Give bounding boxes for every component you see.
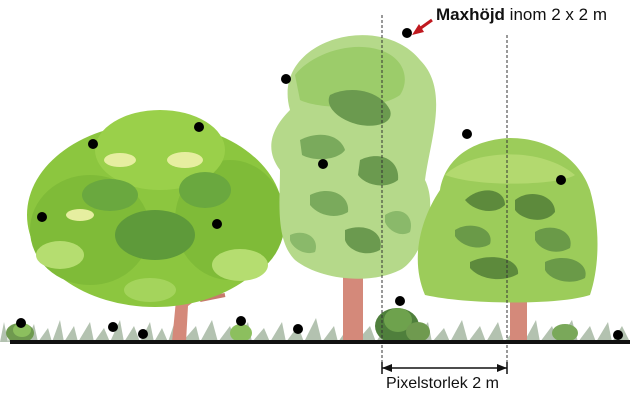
lidar-point: [318, 159, 328, 169]
ground-line: [10, 340, 630, 344]
tree-middle: [271, 35, 436, 342]
lidar-point: [37, 212, 47, 222]
max-height-label-rest: inom 2 x 2 m: [505, 5, 607, 24]
shrub-right: [552, 324, 578, 342]
lidar-point: [236, 316, 246, 326]
tree-right: [418, 138, 598, 342]
max-height-arrow: [412, 20, 432, 35]
shrub-small: [230, 324, 252, 342]
pixel-size-arrow: [382, 362, 507, 374]
lidar-point: [402, 28, 412, 38]
lidar-point: [293, 324, 303, 334]
lidar-point: [194, 122, 204, 132]
lidar-point: [16, 318, 26, 328]
shrub-mid-right: [406, 322, 430, 342]
pixel-size-label: Pixelstorlek 2 m: [386, 375, 499, 393]
lidar-point: [613, 330, 623, 340]
lidar-point: [556, 175, 566, 185]
lidar-point: [108, 322, 118, 332]
lidar-point: [88, 139, 98, 149]
grass: [0, 318, 630, 342]
max-height-label: Maxhöjd inom 2 x 2 m: [436, 5, 607, 25]
lidar-point: [281, 74, 291, 84]
max-height-label-bold: Maxhöjd: [436, 5, 505, 24]
lidar-point: [395, 296, 405, 306]
lidar-point: [138, 329, 148, 339]
tree-left: [27, 110, 285, 342]
lidar-point: [212, 219, 222, 229]
lidar-point: [462, 129, 472, 139]
